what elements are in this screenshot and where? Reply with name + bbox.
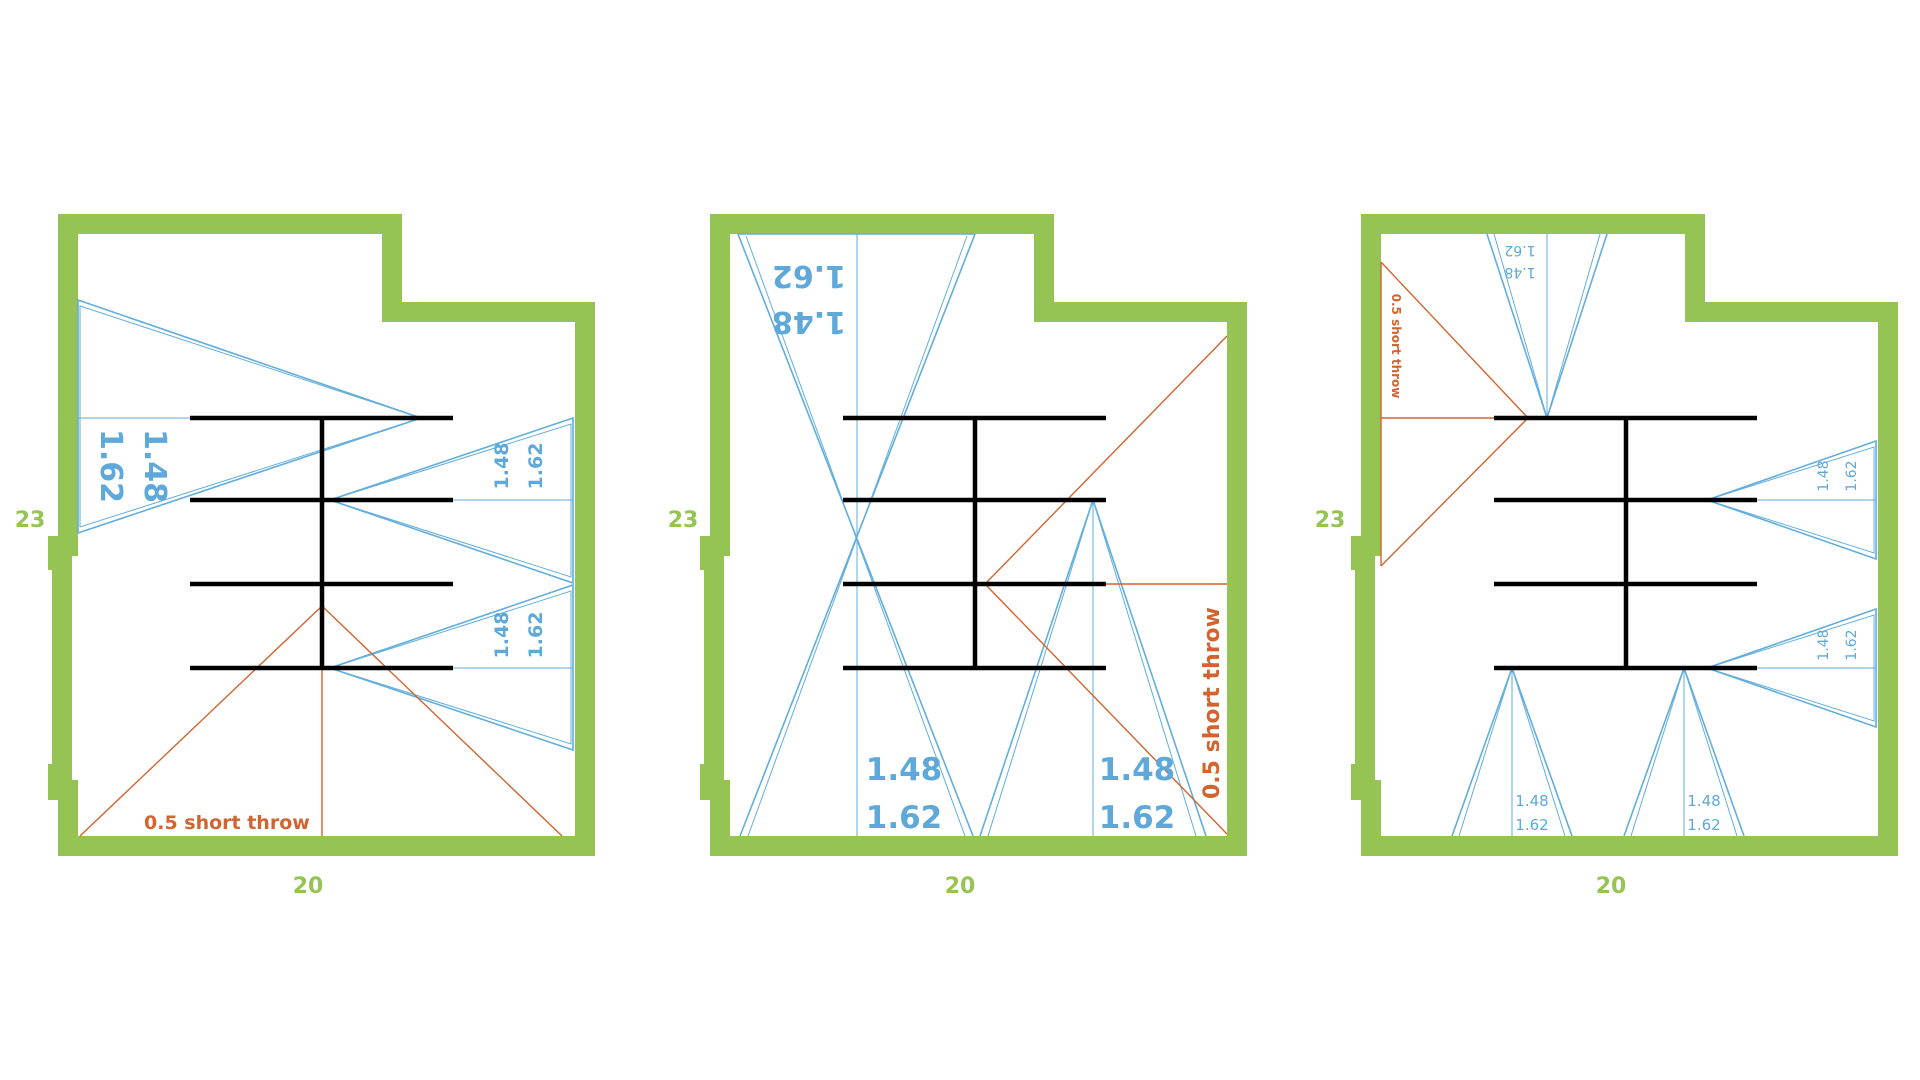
plan-1-wall bbox=[48, 214, 595, 856]
plan-2-width-label: 20 bbox=[945, 874, 976, 899]
svg-text:1.48: 1.48 bbox=[1816, 460, 1832, 491]
svg-text:1.62: 1.62 bbox=[1515, 816, 1548, 834]
svg-text:1.48: 1.48 bbox=[1816, 629, 1832, 660]
svg-text:1.48: 1.48 bbox=[1504, 264, 1535, 280]
plan-1-throw-label-bottom: 1.48 1.62 bbox=[491, 612, 547, 659]
plan-1-throw-label-large: 1.48 1.62 bbox=[93, 429, 172, 503]
svg-text:1.48: 1.48 bbox=[491, 612, 513, 659]
svg-text:1.48: 1.48 bbox=[491, 443, 513, 490]
plan-3-height-label: 23 bbox=[1315, 508, 1346, 533]
svg-text:1.62: 1.62 bbox=[772, 258, 846, 293]
svg-text:1.48: 1.48 bbox=[137, 429, 172, 503]
plan-2: 20 23 1.48 1.62 1.48 1.62 1.48 1.62 0.5 … bbox=[668, 214, 1247, 899]
svg-text:1.62: 1.62 bbox=[93, 429, 128, 503]
plan-2-throw-label-top: 1.48 1.62 bbox=[772, 258, 846, 339]
plan-2-wall bbox=[700, 214, 1247, 856]
svg-text:1.62: 1.62 bbox=[1099, 800, 1176, 836]
svg-text:0.5 short throw: 0.5 short throw bbox=[1389, 294, 1403, 399]
plan-1-width-label: 20 bbox=[293, 874, 324, 899]
svg-text:1.48: 1.48 bbox=[772, 304, 846, 339]
plan-3-short-throw-label: 0.5 short throw bbox=[1389, 294, 1403, 399]
plan-3-throw-cones bbox=[1451, 233, 1877, 837]
plan-3: 20 23 1.48 1.62 1.48 1.62 1.48 1.62 1.48… bbox=[1315, 214, 1898, 899]
plan-3-throw-label-right-top: 1.48 1.62 bbox=[1816, 460, 1860, 491]
svg-text:1.48: 1.48 bbox=[1687, 792, 1720, 810]
svg-text:1.48: 1.48 bbox=[1099, 752, 1176, 788]
plan-3-width-label: 20 bbox=[1596, 874, 1627, 899]
svg-text:1.62: 1.62 bbox=[525, 443, 547, 490]
plan-1-height-label: 23 bbox=[15, 508, 46, 533]
plan-3-throw-label-right-bottom: 1.48 1.62 bbox=[1816, 629, 1860, 660]
svg-text:1.62: 1.62 bbox=[1504, 242, 1535, 258]
plan-2-short-throw-label: 0.5 short throw bbox=[1200, 607, 1225, 799]
svg-text:1.62: 1.62 bbox=[1844, 629, 1860, 660]
plan-1-throw-cones bbox=[77, 298, 574, 752]
plan-2-throw-label-bottom-left: 1.48 1.62 bbox=[866, 752, 943, 836]
svg-text:1.62: 1.62 bbox=[1844, 460, 1860, 491]
plan-3-throw-label-top: 1.48 1.62 bbox=[1504, 242, 1535, 280]
plan-1-short-throw-label: 0.5 short throw bbox=[144, 812, 310, 834]
plan-1: 20 23 1.48 1.62 1.48 1.62 1.48 1.62 0.5 … bbox=[15, 214, 595, 899]
plan-2-height-label: 23 bbox=[668, 508, 699, 533]
plan-2-truss bbox=[843, 415, 1106, 671]
plan-2-throw-cones bbox=[737, 233, 1207, 837]
svg-text:0.5 short throw: 0.5 short throw bbox=[1200, 607, 1225, 799]
plan-3-short-throw bbox=[1380, 261, 1529, 567]
plan-1-cone-left bbox=[77, 298, 424, 535]
svg-text:1.62: 1.62 bbox=[866, 800, 943, 836]
plan-1-throw-label-top: 1.48 1.62 bbox=[491, 443, 547, 490]
plan-3-throw-label-bottom-right: 1.48 1.62 bbox=[1687, 792, 1720, 834]
svg-text:1.48: 1.48 bbox=[1515, 792, 1548, 810]
plan-2-throw-label-bottom-right: 1.48 1.62 bbox=[1099, 752, 1176, 836]
svg-text:1.48: 1.48 bbox=[866, 752, 943, 788]
svg-text:1.62: 1.62 bbox=[1687, 816, 1720, 834]
svg-text:1.62: 1.62 bbox=[525, 612, 547, 659]
plan-3-truss bbox=[1494, 415, 1757, 671]
plan-1-truss bbox=[190, 415, 453, 671]
plan-3-throw-label-bottom-left: 1.48 1.62 bbox=[1515, 792, 1548, 834]
plan-3-wall bbox=[1351, 214, 1898, 856]
